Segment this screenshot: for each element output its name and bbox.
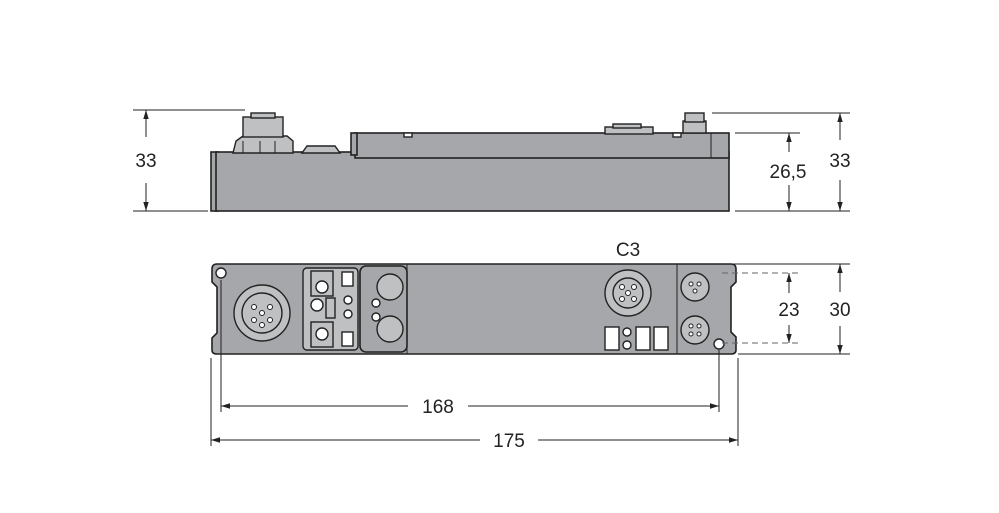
connector-label-c3: C3 — [616, 240, 640, 261]
m8-connector — [682, 120, 707, 134]
m8-connector-top — [680, 272, 710, 302]
m12-connector-nut — [232, 135, 294, 154]
mount-hole-left — [215, 267, 227, 279]
m8-connector-bottom — [680, 315, 710, 345]
dim-length-inner: 168 — [422, 397, 454, 418]
mount-hole-right — [713, 338, 725, 350]
dim-height-left: 33 — [135, 151, 156, 172]
dim-length-outer: 175 — [493, 431, 525, 452]
dim-height-right-outer: 33 — [829, 151, 850, 172]
m12-connector-cap — [242, 116, 284, 138]
side-view: 33 26,5 33 — [133, 109, 851, 212]
side-bump — [300, 145, 342, 154]
dim-height-right-inner: 26,5 — [770, 162, 807, 183]
dim-width-inner: 23 — [778, 300, 799, 321]
top-view: C3 23 30 168 175 — [210, 240, 851, 452]
dim-width-outer: 30 — [829, 300, 850, 321]
side-raised-cover — [354, 132, 730, 159]
rotary-switch — [310, 298, 324, 312]
side-body — [215, 151, 730, 212]
